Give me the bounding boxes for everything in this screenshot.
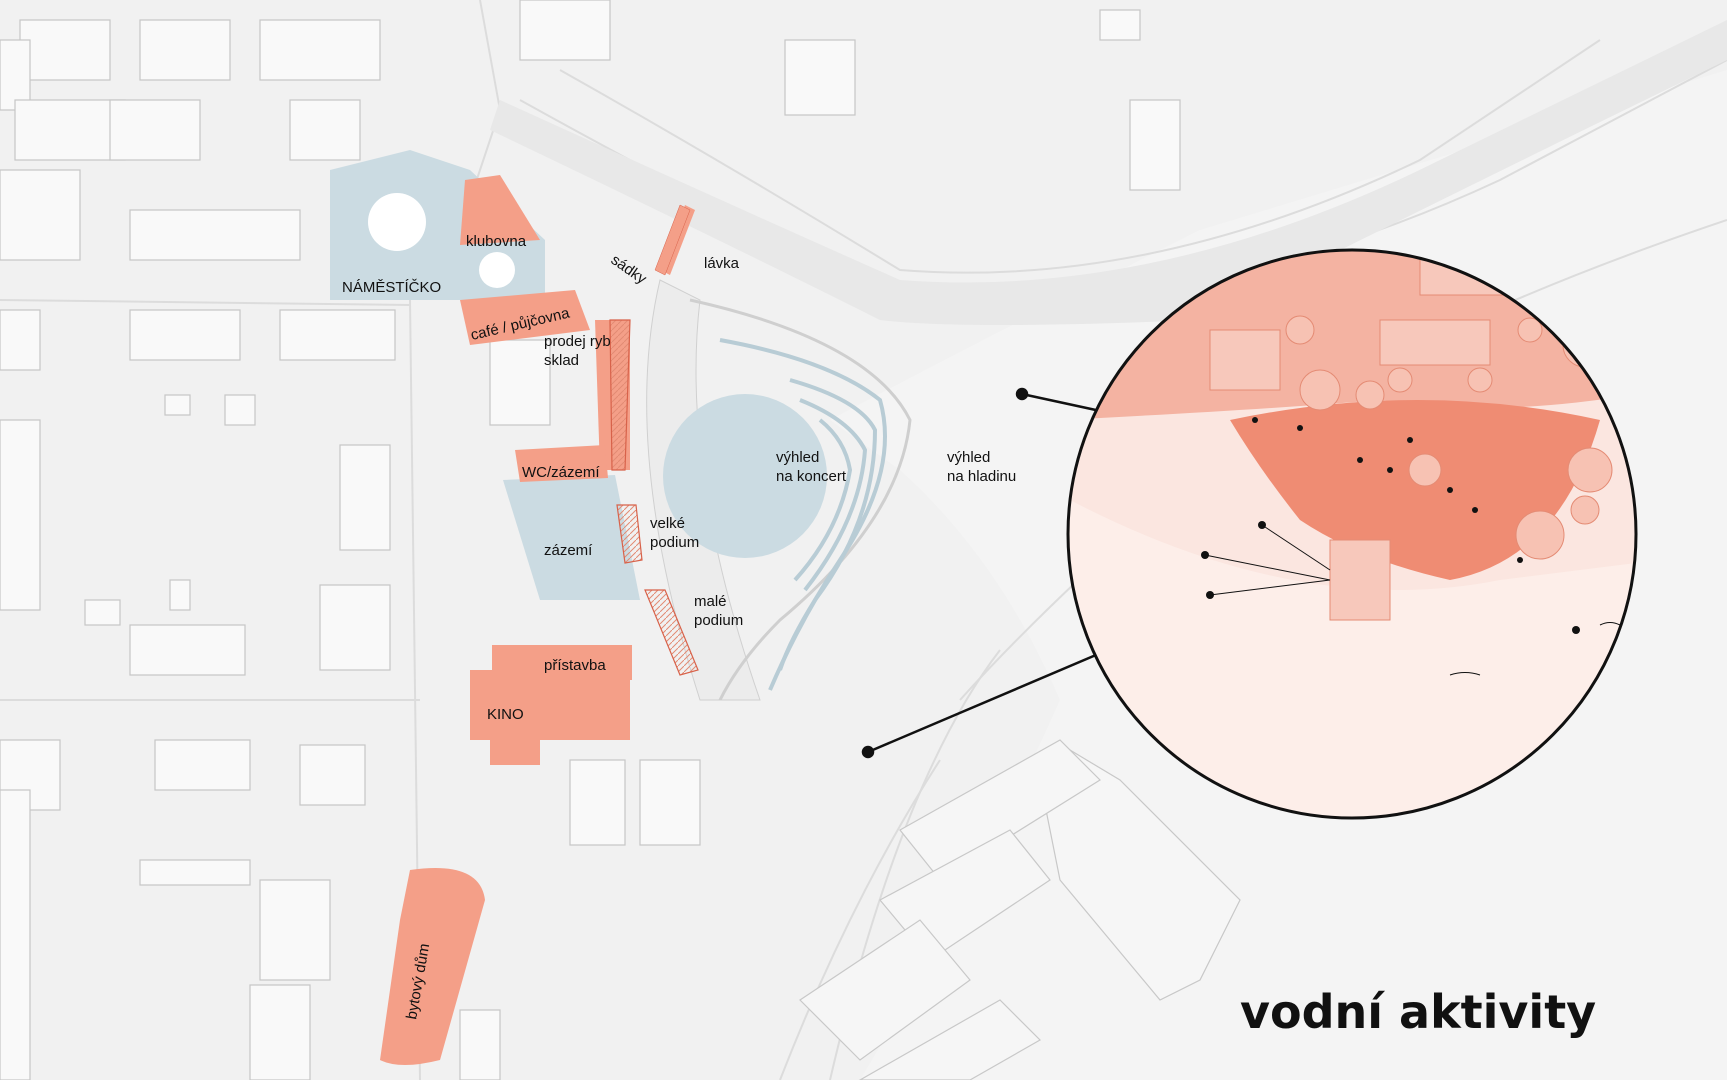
riverside-blocks: [799, 739, 1241, 1080]
label-male: malé: [694, 593, 727, 610]
map-pin-icon: [861, 745, 875, 759]
label-pristavba: přístavba: [544, 657, 606, 674]
label-vyhled-hladinu: výhled: [947, 449, 990, 466]
road-band: [490, 20, 1727, 325]
plaza-tree-large: [368, 193, 426, 251]
terrace-steps: [719, 338, 887, 691]
plaza-tree-small: [479, 252, 515, 288]
label-na-hladinu: na hladinu: [947, 468, 1016, 485]
label-na-koncert: na koncert: [776, 468, 847, 485]
stairs: [609, 319, 699, 676]
label-lavka: lávka: [704, 255, 740, 272]
label-velke-podium: podium: [650, 534, 699, 551]
page-title: vodní aktivity: [1240, 985, 1596, 1039]
label-velke: velké: [650, 515, 685, 532]
concert-lawn: [663, 394, 827, 558]
label-vyhled-koncert: výhled: [776, 449, 819, 466]
label-sklad: sklad: [544, 352, 579, 369]
label-namesticko: NÁMĚSTÍČKO: [342, 279, 441, 296]
zazemi-zone: [503, 475, 640, 600]
context-buildings: [0, 0, 1181, 1080]
label-male-podium: podium: [694, 612, 743, 629]
label-wc: WC/zázemí: [522, 464, 600, 481]
map-pin-icon: [1015, 387, 1029, 401]
inset-frame: [1066, 248, 1638, 820]
label-klubovna: klubovna: [466, 233, 527, 250]
label-prodej: prodej ryb: [544, 333, 611, 350]
lavka-bridge: [654, 204, 691, 276]
label-kino: KINO: [487, 706, 524, 723]
label-zazemi: zázemí: [544, 542, 593, 559]
riverside-path: [689, 298, 912, 701]
